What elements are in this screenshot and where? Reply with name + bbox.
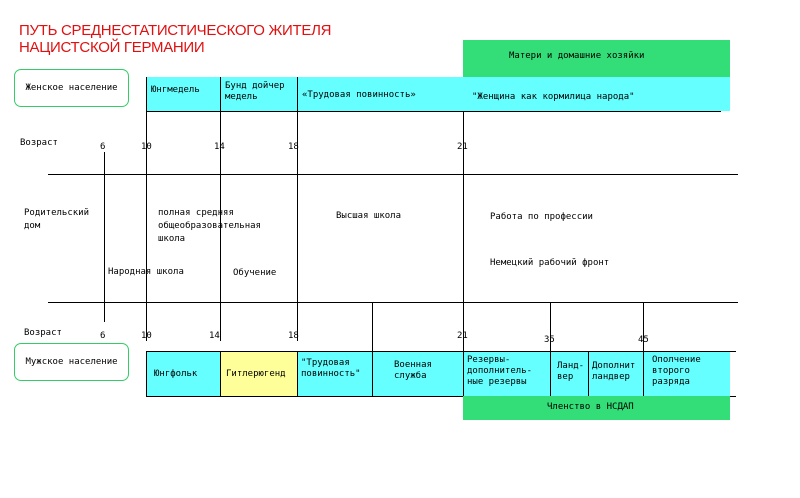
age-top-6: 6 (100, 142, 106, 152)
age-bottom-45: 45 (638, 335, 649, 345)
mothers-housewives-label: Матери и домашние хозяйки (509, 51, 645, 61)
female-cell-bdm: Бунд дойчер медель (225, 81, 285, 102)
nsdap-membership-label: Членство в НСДАП (547, 402, 634, 412)
male-cell-bg-rest (297, 352, 730, 396)
age-bottom-18: 18 (288, 331, 299, 341)
female-population-text: Женское население (25, 83, 118, 93)
male-cell-hitlerjugend: Гитлерюгенд (226, 369, 286, 379)
age-bottom-6: 6 (100, 331, 106, 341)
male-row-top-line (146, 351, 736, 352)
male-row-divider-21 (463, 352, 464, 396)
male-row-divider-35 (550, 352, 551, 396)
age-line-10 (146, 111, 147, 341)
male-cell-military-service: Военная служба (394, 360, 432, 381)
age-line-18 (297, 111, 298, 341)
age-bottom-10: 10 (141, 331, 152, 341)
female-row-right (463, 77, 730, 111)
female-row-divider-14 (220, 77, 221, 111)
secondary-school-label: полная средняя общеобразовательная школа (158, 208, 261, 244)
male-cell-additional-landwehr: Дополнит ландвер (592, 361, 636, 382)
male-row-divider-14 (220, 352, 221, 396)
labor-front-label: Немецкий рабочий фронт (490, 258, 610, 268)
age-bottom-35: 35 (544, 335, 555, 345)
female-population-label: Женское население (14, 69, 129, 107)
age-top-14: 14 (214, 142, 225, 153)
male-cell-landwehr: Ланд- вер (557, 361, 585, 382)
middle-top-line (48, 174, 738, 175)
male-cell-militia: Ополчение второго разряда (652, 355, 701, 387)
male-row-border-left (146, 352, 147, 396)
age-line-35 (550, 302, 551, 396)
male-cell-bg-hitlerjugend (220, 352, 297, 396)
age-line-21 (463, 111, 464, 351)
female-cell-labor-service: «Трудовая повинность» (302, 90, 416, 100)
training-label: Обучение (233, 268, 277, 278)
female-row-bottom-line (146, 111, 721, 112)
male-population-text: Мужское население (25, 357, 118, 367)
profession-label: Работа по профессии (490, 212, 593, 222)
high-school-label: Высшая школа (336, 211, 402, 221)
folk-school-label: Народная школа (108, 267, 184, 277)
female-row-divider-18 (297, 77, 298, 111)
male-cell-reserves: Резервы- дополнитель- ные резервы (467, 355, 533, 387)
male-row-divider-18 (297, 352, 298, 396)
male-cell-labor-service: "Трудовая повинность" (301, 358, 361, 379)
male-row-divider-military (372, 352, 373, 396)
mothers-housewives-band: Матери и домашние хозяйки (463, 40, 730, 77)
male-row-bottom-line (146, 396, 736, 397)
age-label-bottom: Возраст (24, 328, 62, 338)
middle-bottom-line (48, 302, 738, 303)
male-row-divider-landwehr (588, 352, 589, 396)
age-top-18: 18 (288, 142, 299, 152)
age-bottom-21: 21 (457, 331, 468, 341)
male-cell-bg-jungvolk (146, 352, 220, 396)
male-row-divider-45 (643, 352, 644, 396)
diagram-title: ПУТЬ СРЕДНЕСТАТИСТИЧЕСКОГО ЖИТЕЛЯ НАЦИСТ… (19, 22, 331, 56)
age-line-45 (643, 302, 644, 396)
military-line (372, 302, 373, 352)
age-top-21: 21 (457, 142, 468, 153)
nsdap-membership-band: Членство в НСДАП (463, 396, 730, 420)
male-cell-jungvolk: Юнгфольк (154, 369, 198, 379)
female-cell-jungmadel: Юнгмедель (151, 85, 200, 95)
title-line-2: НАЦИСТСКОЙ ГЕРМАНИИ (19, 39, 205, 56)
title-line-1: ПУТЬ СРЕДНЕСТАТИСТИЧЕСКОГО ЖИТЕЛЯ (19, 22, 332, 39)
female-cell-breadwinner: "Женщина как кормилица народа" (472, 92, 635, 102)
female-row-border-left (146, 77, 147, 111)
age-bottom-14: 14 (209, 331, 220, 341)
age-line-14 (220, 111, 221, 341)
age-label-top: Возраст (20, 138, 58, 148)
age-line-6 (104, 152, 105, 322)
male-population-label: Мужское население (14, 343, 129, 381)
female-row-left (146, 77, 463, 111)
parental-home-label: Родительский дом (24, 208, 90, 231)
